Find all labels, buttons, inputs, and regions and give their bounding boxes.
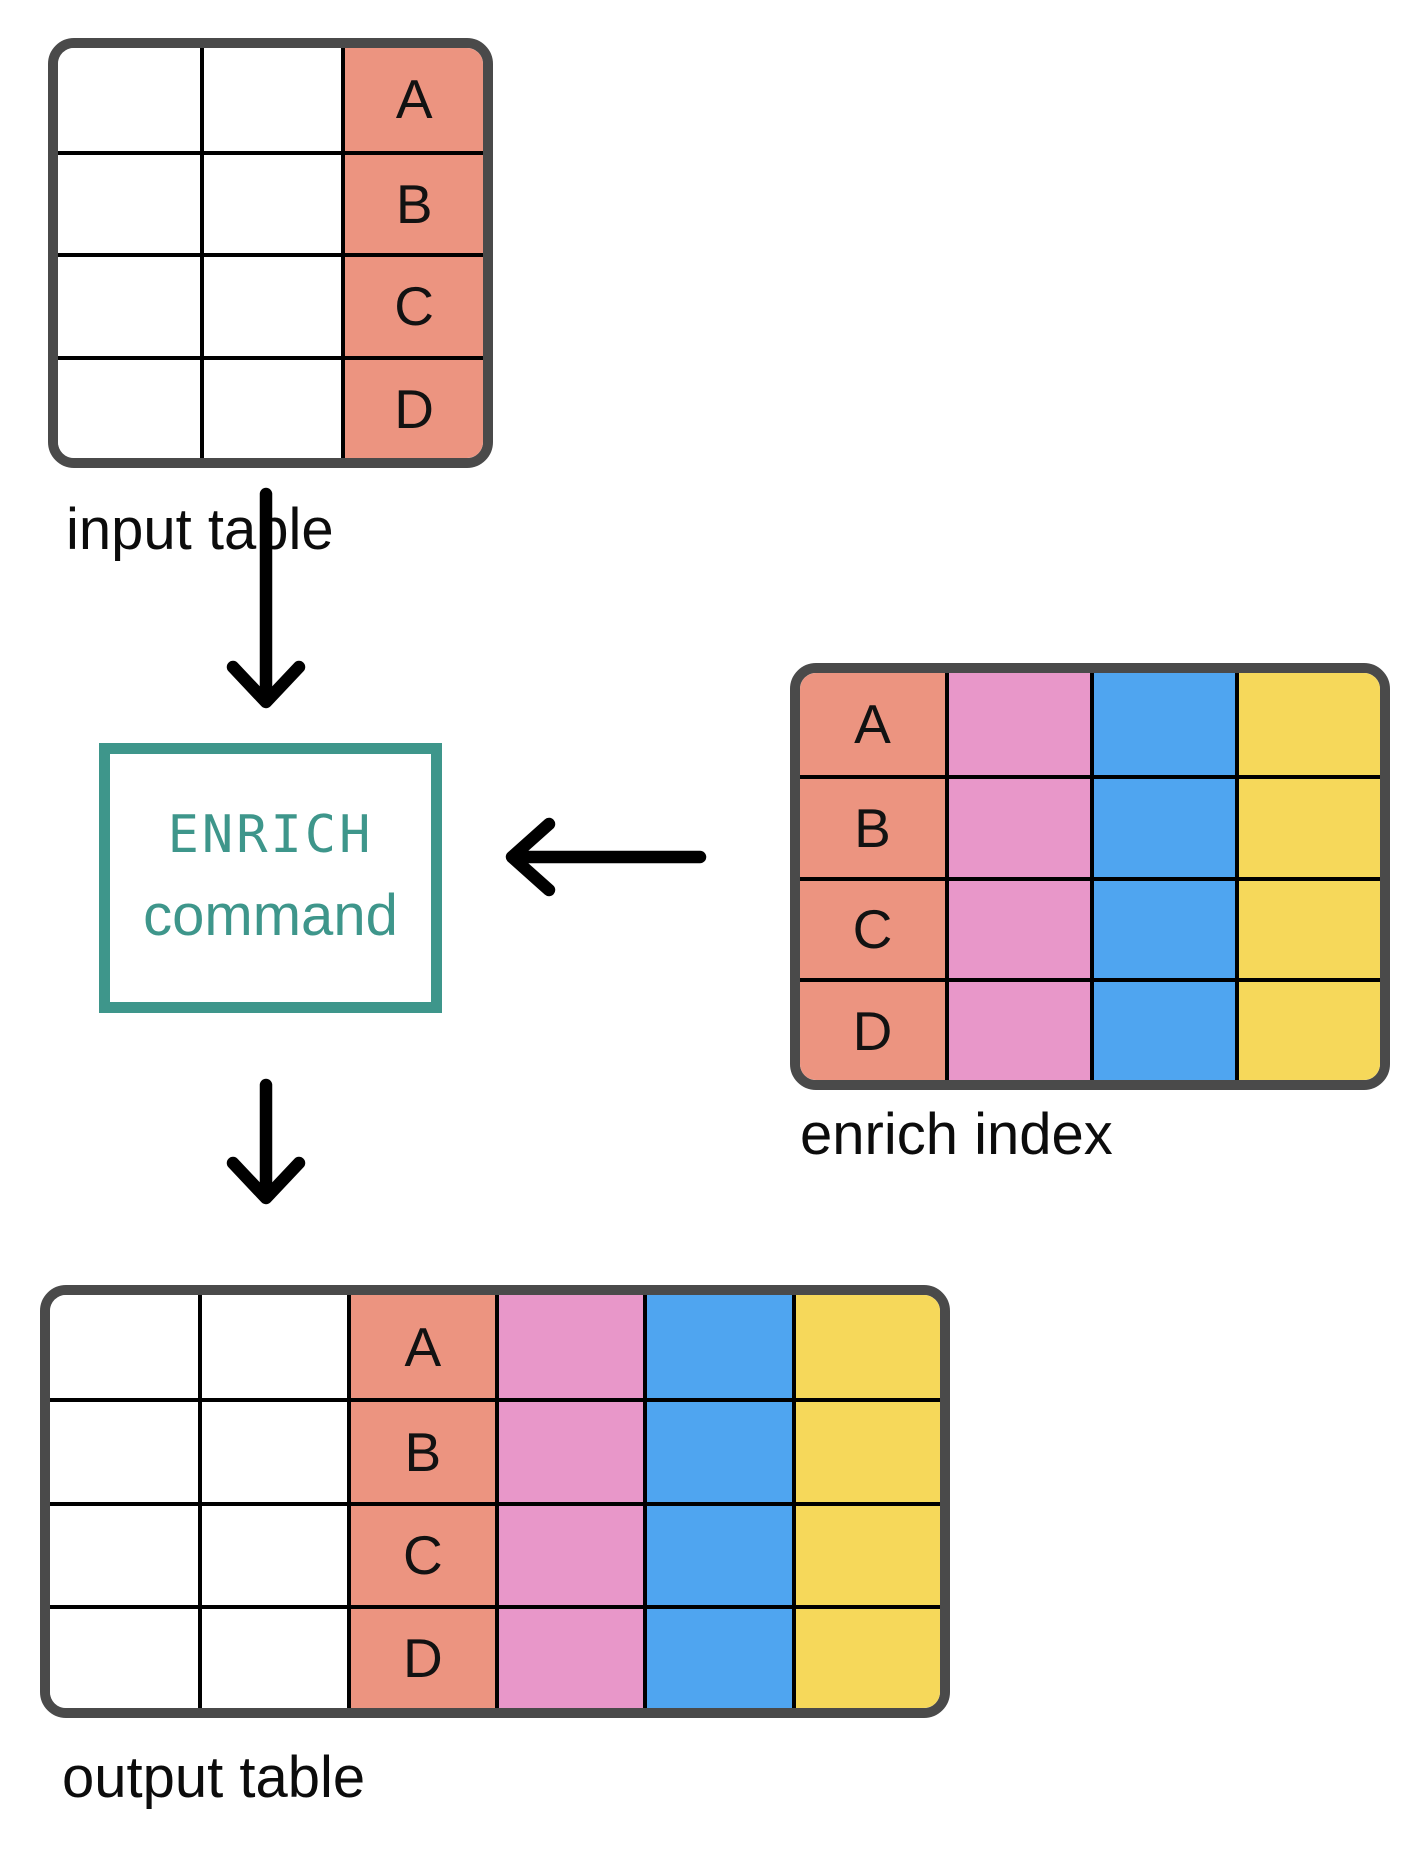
enrich-index-label: enrich index xyxy=(800,1102,1113,1167)
enrich-table-cell-r4c4 xyxy=(1235,978,1380,1080)
output-table-cell-r1c3: A xyxy=(346,1295,495,1399)
input-table-cell-r3c2 xyxy=(199,253,342,356)
enrich-command-keyword: ENRICH xyxy=(167,805,374,866)
enrich-table-cell-r4c1: D xyxy=(800,978,945,1080)
output-table-cell-r2c3: B xyxy=(346,1398,495,1502)
output-table-cell-r1c2 xyxy=(198,1295,347,1399)
output-table-cell-r3c3: C xyxy=(346,1501,495,1605)
enrich-table-cell-r3c2 xyxy=(945,876,1090,979)
input-table-cell-r2c3: B xyxy=(341,150,483,253)
arrow-left-index-to-command-icon xyxy=(505,817,707,897)
input-table-cell-r2c2 xyxy=(199,150,342,253)
output-table-cell-r2c5 xyxy=(643,1398,792,1502)
enrich-table-cell-r2c2 xyxy=(945,774,1090,877)
output-table-cell-r2c1 xyxy=(50,1398,199,1502)
enrich-table-cell-r1c2 xyxy=(945,673,1090,775)
output-table-cell-r4c6 xyxy=(791,1604,940,1708)
enrich-table-cell-r3c4 xyxy=(1235,876,1380,979)
output-table-cell-r4c3: D xyxy=(346,1604,495,1708)
enrich-table-cell-r1c3 xyxy=(1090,673,1235,775)
input-table-cell-r3c3: C xyxy=(341,253,483,356)
output-table-cell-r4c5 xyxy=(643,1604,792,1708)
enrich-command-word: command xyxy=(143,882,398,948)
input-table-label: input table xyxy=(66,497,334,562)
enrich-table-cell-r1c4 xyxy=(1235,673,1380,775)
input-table-cell-r4c3: D xyxy=(341,355,483,458)
output-table-label: output table xyxy=(62,1745,366,1810)
output-table-cell-r2c4 xyxy=(494,1398,644,1502)
enrich-table-cell-r2c4 xyxy=(1235,774,1380,877)
input-table-cell-r4c1 xyxy=(58,355,200,458)
output-table-cell-r3c6 xyxy=(791,1501,940,1605)
input-table-cell-r1c2 xyxy=(199,48,342,151)
output-table-cell-r3c1 xyxy=(50,1501,199,1605)
output-table-cell-r4c4 xyxy=(494,1604,644,1708)
output-table-cell-r3c2 xyxy=(198,1501,347,1605)
input-table-cell-r1c3: A xyxy=(341,48,483,151)
enrich-table-cell-r4c2 xyxy=(945,978,1090,1080)
enrich-table-cell-r3c1: C xyxy=(800,876,945,979)
output-table-cell-r1c1 xyxy=(50,1295,199,1399)
output-table-cell-r3c5 xyxy=(643,1501,792,1605)
output-table-cell-r1c4 xyxy=(494,1295,644,1399)
input-table-cell-r4c2 xyxy=(199,355,342,458)
enrich-table-cell-r1c1: A xyxy=(800,673,945,775)
input-table-cell-r3c1 xyxy=(58,253,200,356)
enrich-table-cell-r3c3 xyxy=(1090,876,1235,979)
output-table-cell-r1c6 xyxy=(791,1295,940,1399)
output-table-cell-r4c2 xyxy=(198,1604,347,1708)
output-table-cell-r1c5 xyxy=(643,1295,792,1399)
input-table-cell-r2c1 xyxy=(58,150,200,253)
enrich-table-cell-r2c1: B xyxy=(800,774,945,877)
enrich-command-box: ENRICH command xyxy=(99,743,442,1013)
output-table-cell-r2c6 xyxy=(791,1398,940,1502)
output-table-cell-r2c2 xyxy=(198,1398,347,1502)
output-table-cell-r4c1 xyxy=(50,1604,199,1708)
enrich-table-cell-r4c3 xyxy=(1090,978,1235,1080)
enrich-table-cell-r2c3 xyxy=(1090,774,1235,877)
output-table-cell-r3c4 xyxy=(494,1501,644,1605)
input-table-cell-r1c1 xyxy=(58,48,200,151)
arrow-down-command-to-output-icon xyxy=(226,1078,306,1205)
